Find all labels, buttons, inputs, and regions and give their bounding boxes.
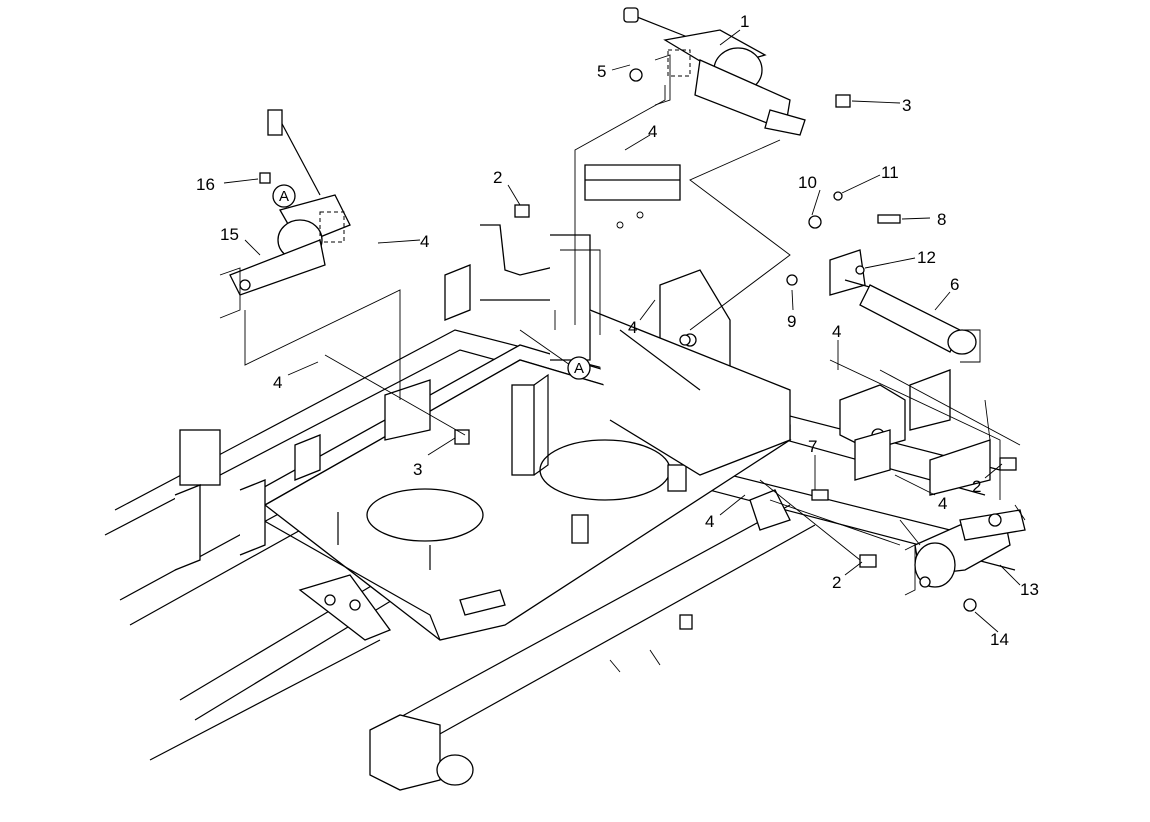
hardware [259,68,1017,612]
leader-lines [223,29,1021,633]
callout-4: 4 [648,122,657,141]
right-side-members [749,369,991,531]
actuator-1 [623,7,806,136]
reference-mark-a-lower: A [567,356,591,380]
callout-4: 4 [628,318,637,337]
callout-16: 16 [196,175,215,194]
callout-5: 5 [597,62,606,81]
callout-4: 4 [938,494,947,513]
callout-9: 9 [787,312,796,331]
callout-12: 12 [917,248,936,267]
callout-14: 14 [990,630,1009,649]
callout-11: 11 [881,163,899,182]
ref-letter: A [574,360,584,377]
ref-letter: A [279,188,289,205]
callout-8: 8 [937,210,946,229]
callout-4: 4 [273,373,282,392]
left-side-members [174,264,471,571]
actuator-15 [219,109,351,319]
callout-4: 4 [420,232,429,251]
callout-15: 15 [220,225,239,244]
callout-3: 3 [413,460,422,479]
gas-spring-6 [829,249,981,363]
callout-2: 2 [832,573,841,592]
callout-2: 2 [972,477,981,496]
callout-4: 4 [705,512,714,531]
reference-mark-a-upper: A [272,184,296,208]
callout-10: 10 [798,173,817,192]
callout-4: 4 [832,322,841,341]
callout-1: 1 [740,12,749,31]
front-hitch [298,574,693,791]
callout-3: 3 [902,96,911,115]
callout-labels: 1 2 2 2 3 3 4 4 4 4 4 4 4 5 6 7 8 9 10 1… [196,12,1039,649]
actuator-13 [904,509,1026,596]
rear-bracket-assembly [480,164,791,476]
callout-2: 2 [493,168,502,187]
callout-7: 7 [808,437,817,456]
callout-6: 6 [950,275,959,294]
guide-lines [244,85,1026,561]
callout-13: 13 [1020,580,1039,599]
